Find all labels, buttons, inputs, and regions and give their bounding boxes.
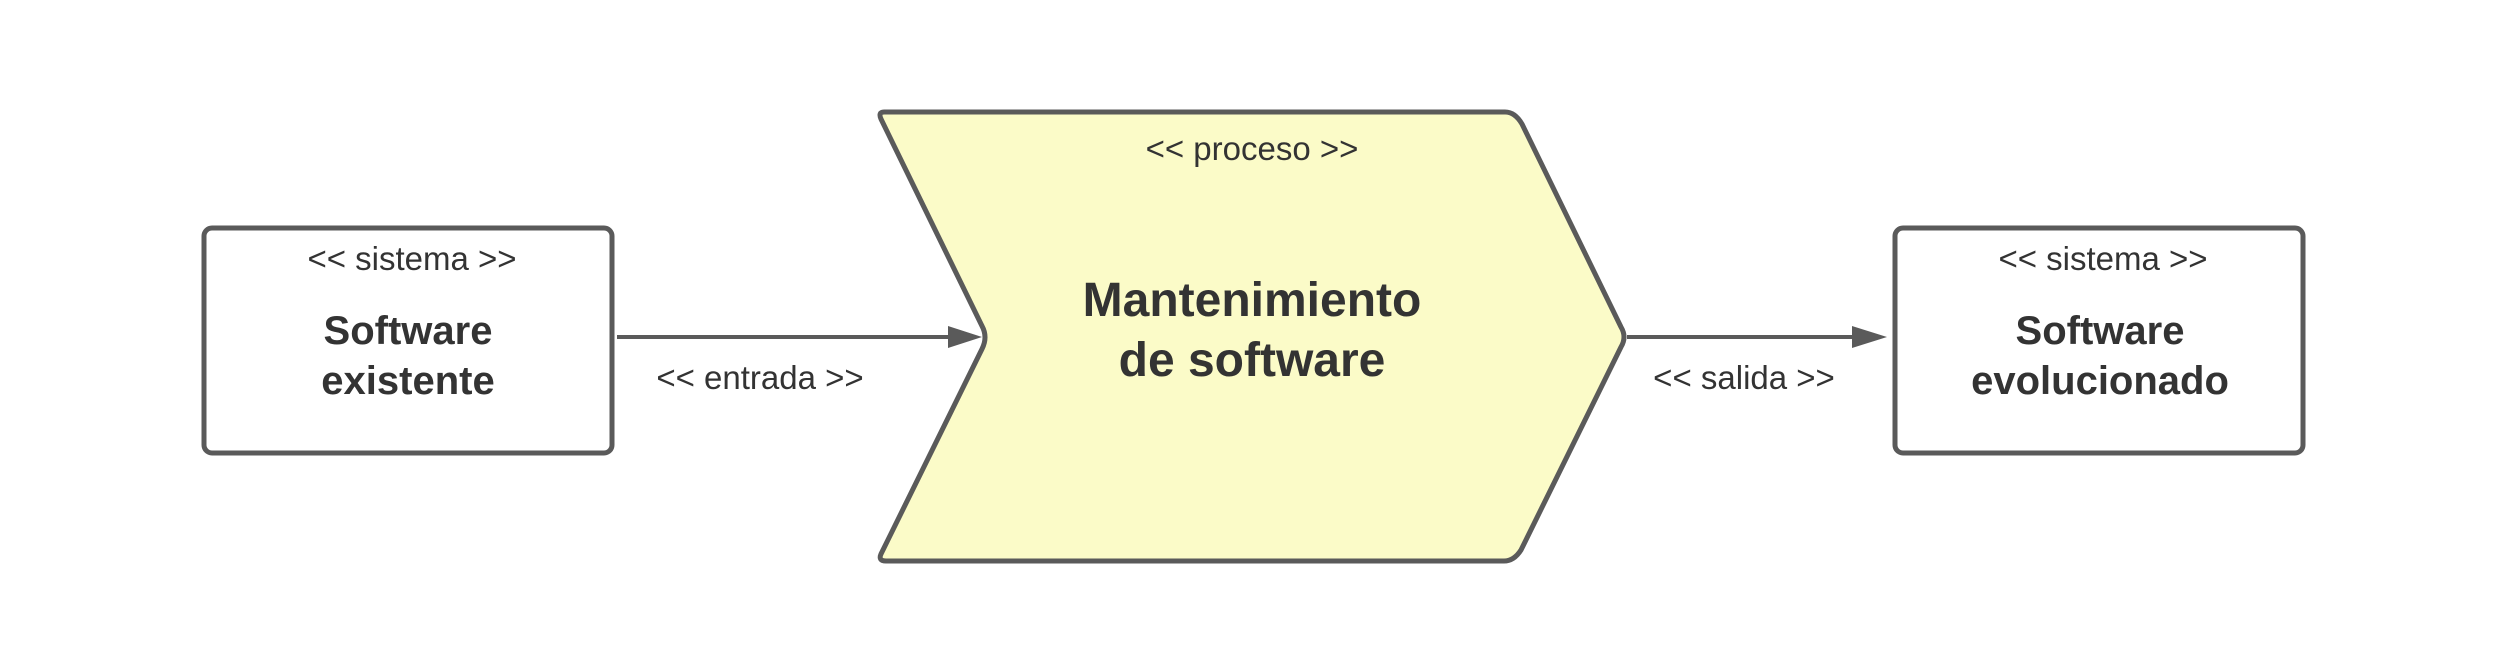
process-chevron-shape [877, 109, 1627, 564]
existing-software-title-line1: Software [324, 309, 493, 353]
process-title-line2: de software [1119, 334, 1386, 387]
existing-software-stereotype: << sistema >> [307, 240, 516, 277]
input-edge[interactable]: << entrada >> [617, 326, 982, 396]
existing-software-title-line2: existente [321, 359, 494, 403]
output-edge[interactable]: << salida >> [1627, 326, 1887, 396]
existing-software-box [201, 225, 615, 456]
input-edge-label: << entrada >> [656, 359, 863, 396]
existing-software-node[interactable]: << sistema >> Software existente [201, 225, 615, 456]
input-arrowhead [948, 326, 982, 348]
process-stereotype: << proceso >> [1146, 130, 1359, 167]
evolved-software-title-line2: evolucionado [1971, 359, 2229, 403]
evolved-software-box [1892, 225, 2306, 456]
evolved-software-stereotype: << sistema >> [1998, 240, 2207, 277]
evolved-software-title-line1: Software [2016, 309, 2185, 353]
process-title-line1: Mantenimiento [1083, 274, 1422, 327]
evolved-software-node[interactable]: << sistema >> Software evolucionado [1892, 225, 2306, 456]
output-arrowhead [1852, 326, 1887, 348]
output-edge-label: << salida >> [1653, 359, 1835, 396]
maintenance-process-node[interactable]: << proceso >> Mantenimiento de software [877, 109, 1627, 564]
